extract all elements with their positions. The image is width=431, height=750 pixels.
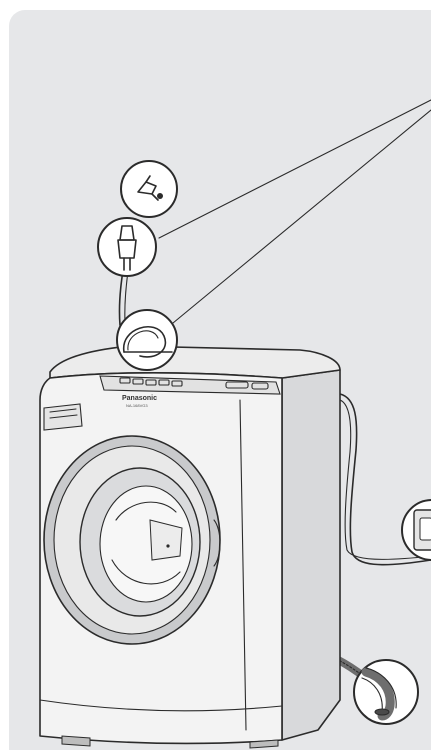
faucet-callout-icon — [121, 161, 177, 217]
brand-label: Panasonic — [122, 395, 157, 402]
machine-side-panel — [282, 370, 340, 740]
hose-connector-callout-icon — [98, 218, 156, 276]
hose-loop-callout-icon — [117, 310, 177, 370]
washing-machine: Panasonic NA-168VG3 — [40, 346, 340, 748]
machine-base — [62, 736, 90, 746]
drain-hose-callout-icon — [354, 660, 418, 724]
model-label: NA-168VG3 — [126, 403, 148, 408]
